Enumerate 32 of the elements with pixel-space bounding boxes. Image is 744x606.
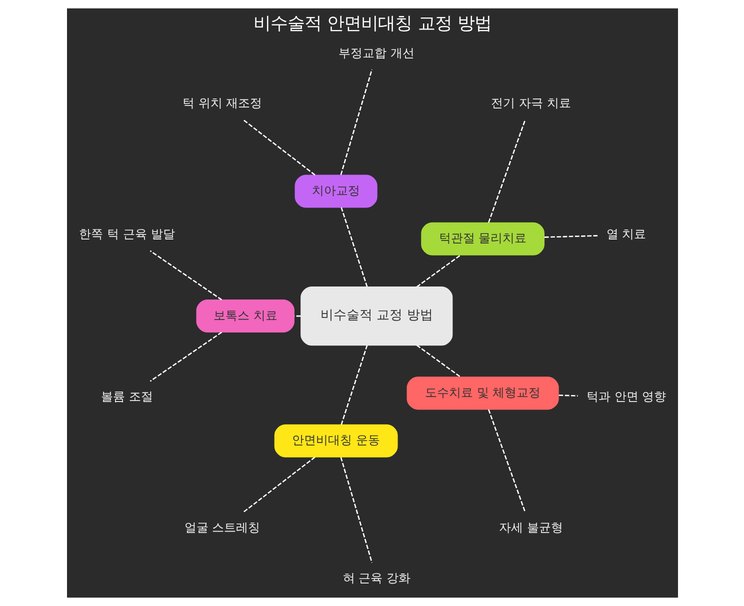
connector bbox=[340, 69, 372, 176]
node-text: 한쪽 턱 근육 발달 bbox=[78, 227, 174, 242]
connector bbox=[544, 235, 598, 238]
node-box: 보톡스 치료 bbox=[196, 300, 294, 333]
node-text: 혀 근육 강화 bbox=[342, 570, 410, 585]
node-box: 턱관절 물리치료 bbox=[420, 222, 544, 256]
node-box: 도수치료 및 체형교정 bbox=[406, 376, 558, 410]
node-text: 자세 불균형 bbox=[498, 520, 562, 535]
node-box: 치아교정 bbox=[294, 174, 377, 208]
connector bbox=[294, 315, 300, 317]
connector bbox=[340, 345, 368, 425]
node-box: 비수술적 교정 방법 bbox=[300, 286, 452, 346]
connector bbox=[242, 119, 315, 176]
diagram-title: 비수술적 안면비대칭 교정 방법 bbox=[253, 14, 491, 34]
connector bbox=[242, 456, 315, 514]
node-text: 볼륨 조절 bbox=[100, 389, 152, 404]
connector bbox=[416, 254, 460, 288]
node-text: 전기 자극 치료 bbox=[490, 96, 570, 110]
connector bbox=[149, 250, 222, 300]
connector bbox=[340, 207, 368, 287]
connector bbox=[558, 394, 578, 396]
node-text: 턱 위치 재조정 bbox=[182, 96, 262, 110]
connector bbox=[340, 457, 372, 563]
connector bbox=[488, 409, 526, 513]
node-text: 턱과 안면 영향 bbox=[586, 389, 666, 404]
node-text: 부정교합 개선 bbox=[338, 46, 414, 60]
node-text: 열 치료 bbox=[606, 227, 646, 242]
node-box: 안면비대칭 운동 bbox=[274, 424, 398, 458]
node-text: 얼굴 스트레칭 bbox=[184, 520, 260, 535]
connector bbox=[488, 119, 526, 223]
connector bbox=[416, 344, 460, 378]
connector bbox=[149, 332, 222, 382]
